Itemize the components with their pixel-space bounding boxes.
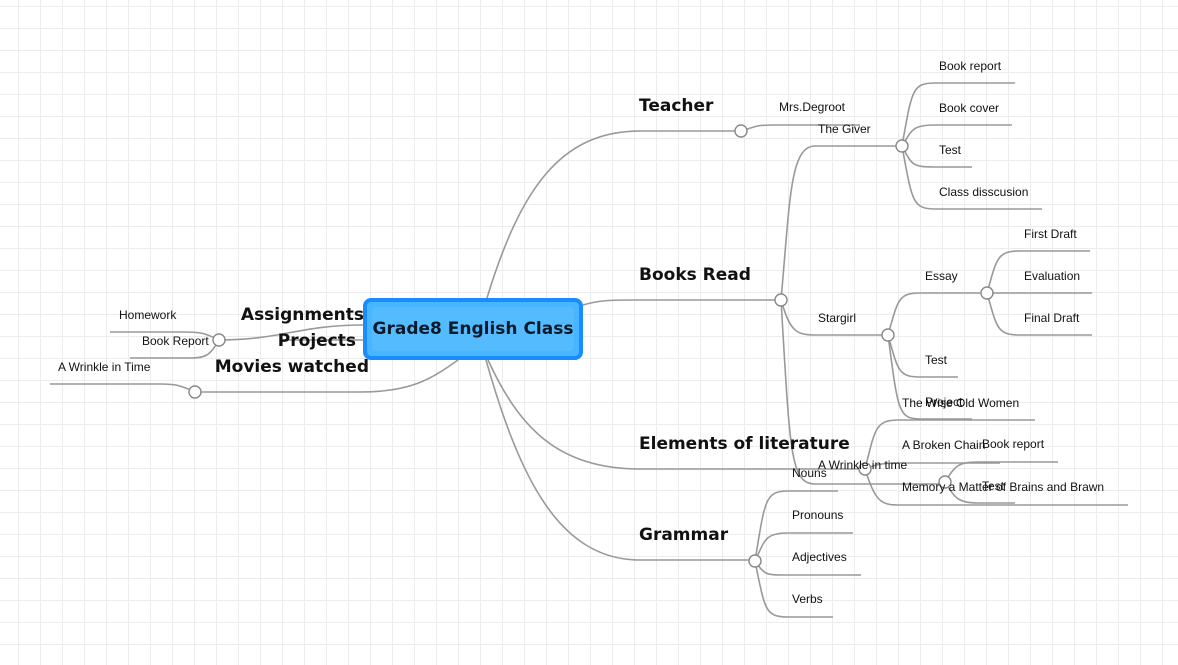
topic-projects[interactable]: Projects: [278, 331, 356, 351]
topic-stargirl-project[interactable]: Project: [925, 395, 963, 409]
topic-nouns[interactable]: Nouns: [792, 466, 827, 480]
topic-pronouns[interactable]: Pronouns: [792, 508, 843, 522]
topic-giver-class-discussion[interactable]: Class disscusion: [939, 185, 1028, 199]
topic-homework[interactable]: Homework: [119, 308, 177, 322]
central-topic-label: Grade8 English Class: [372, 319, 574, 339]
edge-memory: [864, 468, 1128, 506]
topic-wrinkle-book-report[interactable]: Book report: [982, 437, 1045, 451]
edge-stargirl-test: [887, 334, 958, 378]
edge-giver-test: [901, 145, 972, 168]
central-topic-fill: [372, 307, 574, 351]
topic-adjectives[interactable]: Adjectives: [792, 550, 847, 564]
collapse-knob-elements[interactable]: [858, 462, 872, 476]
branch-left: [50, 331, 226, 399]
edge-giver-discussion: [901, 145, 1042, 210]
topic-movies-watched[interactable]: Movies watched: [215, 357, 369, 377]
edge-wrinkle: [780, 299, 942, 485]
branch-grammar: [748, 490, 861, 618]
topic-assignments[interactable]: Assignments: [241, 305, 364, 325]
collapse-knob-the-giver[interactable]: [895, 139, 909, 153]
edge-essay-final-draft: [986, 292, 1092, 336]
topic-final-draft[interactable]: Final Draft: [1024, 311, 1080, 325]
topic-first-draft[interactable]: First Draft: [1024, 227, 1077, 241]
edge-essay-first-draft: [986, 250, 1090, 294]
collapse-knob-grammar[interactable]: [748, 554, 762, 568]
topic-giver-book-cover[interactable]: Book cover: [939, 101, 999, 115]
topic-books-read[interactable]: Books Read: [639, 265, 751, 285]
topic-wrinkle-test[interactable]: Test: [982, 479, 1005, 493]
central-topic[interactable]: Grade8 English Class: [363, 298, 583, 360]
collapse-knob-movies[interactable]: [188, 385, 202, 399]
topic-evaluation[interactable]: Evaluation: [1024, 269, 1080, 283]
collapse-knob-essay[interactable]: [980, 286, 994, 300]
branch-elements: [858, 419, 1128, 506]
topic-wrinkle-movie[interactable]: A Wrinkle in Time: [58, 360, 151, 374]
topic-the-giver[interactable]: The Giver: [818, 122, 871, 136]
topic-giver-test[interactable]: Test: [939, 143, 962, 157]
edge-books-read: [582, 299, 780, 306]
edge-giver-book-report: [901, 82, 1015, 147]
topic-stargirl[interactable]: Stargirl: [818, 311, 856, 325]
edge-grammar: [485, 359, 753, 561]
edge-elements: [487, 359, 862, 470]
topic-essay[interactable]: Essay: [925, 269, 958, 283]
branch-teacher: [734, 124, 860, 138]
topic-a-wrinkle-in-time[interactable]: A Wrinkle in time: [818, 458, 907, 472]
topic-mrs-degroot[interactable]: Mrs.Degroot: [779, 100, 846, 114]
topic-memory[interactable]: Memory a Matter of Brains and Brawn: [902, 480, 1104, 494]
topic-teacher[interactable]: Teacher: [639, 96, 714, 116]
edge-wrinkle-movie: [50, 383, 196, 393]
edge-movies: [196, 359, 459, 393]
central-connectors: [196, 130, 862, 561]
edge-nouns: [754, 490, 838, 562]
topic-grammar[interactable]: Grammar: [639, 525, 729, 545]
edge-verbs: [754, 560, 833, 618]
edge-teacher: [486, 130, 740, 299]
collapse-knob-teacher[interactable]: [734, 124, 748, 138]
branch-books-read: [774, 82, 1092, 504]
topic-verbs[interactable]: Verbs: [792, 592, 823, 606]
edge-stargirl: [780, 299, 886, 336]
topic-book-report-left[interactable]: Book Report: [142, 334, 209, 348]
topic-wise-old-women[interactable]: The Wise Old Women: [902, 396, 1019, 410]
collapse-knob-assignments[interactable]: [212, 333, 226, 347]
collapse-knob-stargirl[interactable]: [881, 328, 895, 342]
topic-giver-book-report[interactable]: Book report: [939, 59, 1002, 73]
topic-elements-of-literature[interactable]: Elements of literature: [639, 434, 850, 454]
edge-assignments: [219, 324, 364, 341]
topic-stargirl-test[interactable]: Test: [925, 353, 948, 367]
edge-stargirl-project: [887, 334, 972, 420]
collapse-knob-wrinkle[interactable]: [938, 475, 952, 489]
edge-wise-old-women: [864, 419, 1035, 470]
topic-broken-chain[interactable]: A Broken Chain: [902, 438, 985, 452]
edge-stargirl-essay: [887, 292, 986, 336]
collapse-knob-books-read[interactable]: [774, 293, 788, 307]
edge-the-giver: [780, 145, 900, 301]
